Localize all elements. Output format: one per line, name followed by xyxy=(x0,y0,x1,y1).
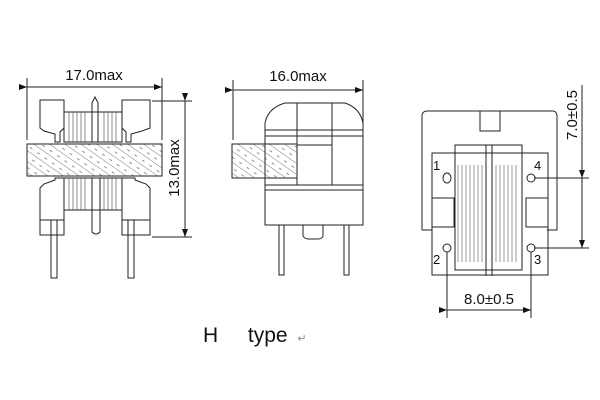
bottom-view: 1 2 3 4 7.0±0.5 8.0±0.5 xyxy=(421,85,589,318)
pin-hole-3 xyxy=(526,243,536,253)
pin-hole-1 xyxy=(442,172,452,184)
paragraph-mark: ↵ xyxy=(297,333,307,345)
front-width-label: 17.0max xyxy=(65,67,123,84)
pin-hole-4 xyxy=(526,173,536,183)
pin-spacing-label: 8.0±0.5 xyxy=(464,291,514,308)
pin-label-1: 1 xyxy=(433,158,440,173)
front-height-label: 13.0max xyxy=(166,139,183,197)
front-view: 17.0max 13.0max xyxy=(19,67,192,279)
mounting-board-section xyxy=(26,143,163,177)
pin-label-4: 4 xyxy=(534,158,541,173)
pin-label-3: 3 xyxy=(534,252,541,267)
caption-word: type xyxy=(247,324,288,347)
row-spacing-label: 7.0±0.5 xyxy=(564,90,581,140)
pin-hole-2 xyxy=(442,243,452,253)
caption: H type ↵ xyxy=(203,324,307,348)
side-width-label: 16.0max xyxy=(269,68,327,85)
pin-label-2: 2 xyxy=(433,252,440,267)
side-view: 16.0max xyxy=(225,68,364,276)
caption-letter: H xyxy=(203,324,219,347)
